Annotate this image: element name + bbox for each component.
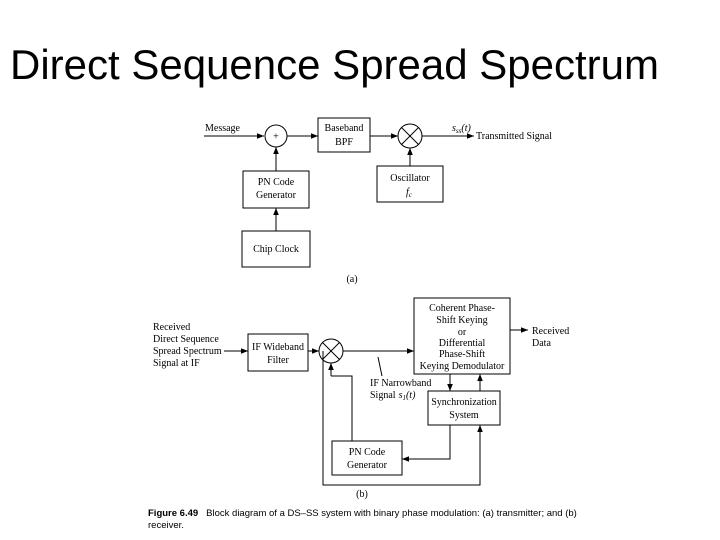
transmitted-signal-label: Transmitted Signal bbox=[476, 131, 552, 142]
demod-label-3: or bbox=[458, 327, 467, 338]
synchronization-box bbox=[427, 390, 501, 426]
demod-label-2: Shift Keying bbox=[436, 315, 487, 326]
narrowband-label-1: IF Narrowband bbox=[370, 378, 431, 389]
demodulator-box bbox=[413, 297, 511, 375]
rx-input-label-2: Direct Sequence bbox=[153, 334, 219, 345]
baseband-bpf-box bbox=[317, 117, 371, 153]
oscillator-box bbox=[376, 165, 444, 203]
figure-caption-text: Block diagram of a DS–SS system with bin… bbox=[148, 508, 577, 531]
adder-symbol: + bbox=[273, 132, 279, 143]
figure-number: Figure 6.49 bbox=[148, 508, 199, 519]
receiver-diagram bbox=[224, 297, 528, 486]
rx-input-label-4: Signal at IF bbox=[153, 358, 200, 369]
tx-pn-code-generator-box bbox=[242, 170, 310, 209]
oscillator-label: Oscillator bbox=[390, 173, 430, 184]
demod-label-4: Differential bbox=[439, 338, 486, 349]
received-data-label-1: Received bbox=[532, 326, 569, 337]
tx-mixer bbox=[397, 123, 423, 149]
received-data-label-2: Data bbox=[532, 338, 551, 349]
sync-label-2: System bbox=[449, 410, 479, 421]
transmitter-diagram bbox=[204, 117, 474, 268]
rx-pn-code-label-2: Generator bbox=[347, 460, 388, 471]
tx-pn-code-label-2: Generator bbox=[256, 190, 297, 201]
receiver-panel-label: (b) bbox=[356, 489, 368, 500]
oscillator-frequency: fc bbox=[406, 187, 413, 199]
slide-title: Direct Sequence Spread Spectrum bbox=[10, 41, 660, 88]
baseband-bpf-label-2: BPF bbox=[335, 137, 353, 148]
signal-symbol: sss(t) bbox=[452, 123, 471, 135]
rx-pn-code-label-1: PN Code bbox=[349, 447, 386, 458]
chip-clock-box bbox=[241, 230, 311, 268]
chip-clock-label: Chip Clock bbox=[253, 244, 299, 255]
tx-pn-code-label-1: PN Code bbox=[258, 177, 295, 188]
transmitter-panel-label: (a) bbox=[346, 274, 357, 285]
baseband-bpf-label-1: Baseband bbox=[325, 123, 364, 134]
demod-label-1: Coherent Phase- bbox=[429, 303, 495, 314]
demod-label-6: Keying Demodulator bbox=[420, 361, 505, 372]
rx-input-label-1: Received bbox=[153, 322, 190, 333]
transmitter-labels: Message + Baseband BPF sss(t) Transmitte… bbox=[205, 123, 552, 285]
rx-input-label-3: Spread Spectrum bbox=[153, 346, 222, 357]
sync-label-1: Synchronization bbox=[431, 397, 497, 408]
if-wideband-label-2: Filter bbox=[267, 355, 289, 366]
if-wideband-filter-box bbox=[247, 333, 309, 372]
rx-pn-code-generator-box bbox=[331, 440, 403, 476]
if-wideband-label-1: IF Wideband bbox=[252, 342, 304, 353]
demod-label-5: Phase-Shift bbox=[439, 349, 485, 360]
message-label: Message bbox=[205, 123, 241, 134]
receiver-labels: Received Direct Sequence Spread Spectrum… bbox=[153, 303, 569, 500]
